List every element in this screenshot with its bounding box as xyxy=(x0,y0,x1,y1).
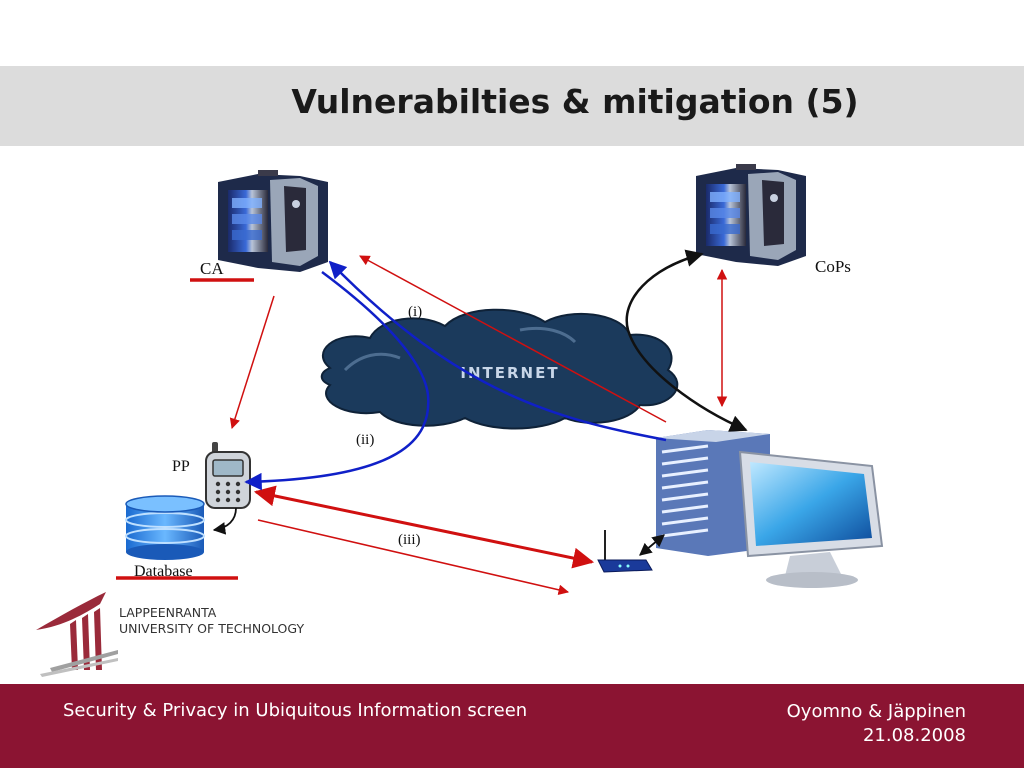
pp-router-arrow-iii xyxy=(253,485,595,569)
cops-label: CoPs xyxy=(815,257,851,276)
database-label: Database xyxy=(134,563,193,580)
university-logo-text: LAPPEENRANTA UNIVERSITY OF TECHNOLOGY xyxy=(119,605,304,637)
slide-title: Vulnerabilties & mitigation (5) xyxy=(291,82,859,121)
network-diagram: INTERNET CA CoPs PP xyxy=(116,164,884,595)
edge-label-i: (i) xyxy=(408,304,422,320)
pp-label: PP xyxy=(172,458,190,475)
edge-label-ii: (ii) xyxy=(356,432,374,448)
ca-label: CA xyxy=(200,259,224,278)
computer-cops-black-arrow xyxy=(625,249,748,432)
logo-line-1: LAPPEENRANTA xyxy=(119,605,217,620)
ca-to-pp-blue-arrow-ii xyxy=(244,270,430,491)
desktop-computer-icon xyxy=(656,430,884,588)
ca-server-icon xyxy=(218,170,328,272)
footer-authors-date: Oyomno & Jäppinen 21.08.2008 xyxy=(787,700,966,748)
pp-phone-icon xyxy=(205,442,251,509)
footer-date: 21.08.2008 xyxy=(862,725,966,746)
computer-to-ca-arrow-i xyxy=(359,255,667,423)
footer-bar xyxy=(0,684,1024,768)
logo-line-2: UNIVERSITY OF TECHNOLOGY xyxy=(119,621,305,636)
wireless-router-icon xyxy=(597,530,653,573)
internet-label: INTERNET xyxy=(460,364,559,382)
pp-to-router-arrow xyxy=(257,519,570,595)
router-computer-link xyxy=(639,534,665,556)
title-bar xyxy=(0,66,1024,146)
edge-label-iii: (iii) xyxy=(398,532,421,548)
university-logo-icon xyxy=(36,592,118,677)
internet-cloud: INTERNET xyxy=(320,308,679,430)
cops-server-icon xyxy=(696,164,806,266)
phone-database-link xyxy=(212,507,237,535)
computer-to-ca-blue-arrow xyxy=(328,260,667,442)
footer-course-title: Security & Privacy in Ubiquitous Informa… xyxy=(63,700,528,721)
database-icon xyxy=(125,495,205,560)
footer-authors: Oyomno & Jäppinen xyxy=(786,701,966,722)
ca-to-pp-arrow xyxy=(229,295,275,430)
